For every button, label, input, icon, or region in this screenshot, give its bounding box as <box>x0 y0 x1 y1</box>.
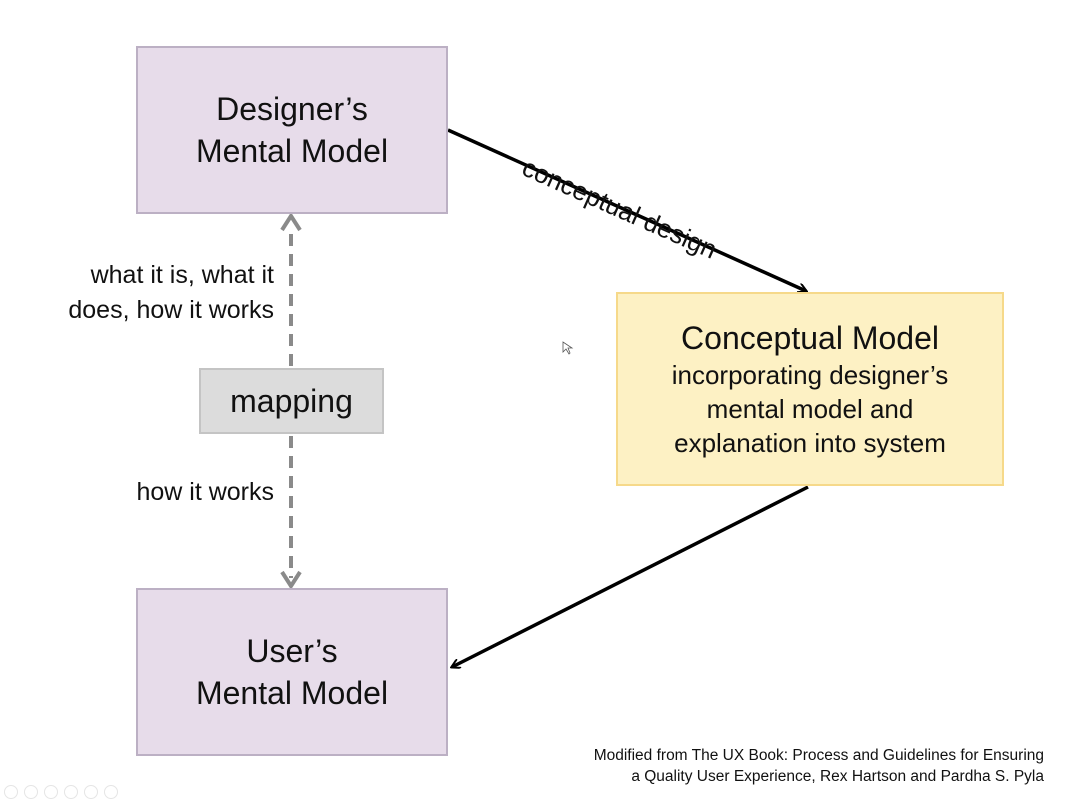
mapping-box: mapping <box>199 368 384 434</box>
conceptual-box-line3: explanation into system <box>674 428 946 458</box>
slides-icon[interactable] <box>64 785 78 799</box>
zoom-icon[interactable] <box>84 785 98 799</box>
user-box-line1: User’s <box>246 633 338 669</box>
user-mental-model-box: User’s Mental Model <box>136 588 448 756</box>
designer-box-line2: Mental Model <box>195 133 389 169</box>
up-arrowhead <box>280 212 302 232</box>
citation-line2: a Quality User Experience, Rex Hartson a… <box>631 768 1044 785</box>
designer-box-line1: Designer’s <box>216 91 368 127</box>
designer-mental-model-box: Designer’s Mental Model <box>136 46 448 214</box>
upward-label-line1: what it is, what it <box>90 261 274 289</box>
slide-toolbar <box>4 785 118 799</box>
upward-label-line2: does, how it works <box>68 296 274 324</box>
mouse-cursor-icon <box>562 341 574 355</box>
upward-mapping-label: what it is, what it does, how it works <box>68 258 274 328</box>
more-options-icon[interactable] <box>104 785 118 799</box>
citation: Modified from The UX Book: Process and G… <box>594 745 1044 787</box>
downward-mapping-label: how it works <box>136 478 274 506</box>
conceptual-design-arrow <box>447 128 806 291</box>
down-arrowhead <box>280 570 302 590</box>
conceptual-box-title: Conceptual Model <box>681 320 939 356</box>
user-box-line2: Mental Model <box>195 675 389 711</box>
mapping-label: mapping <box>230 382 353 419</box>
previous-slide-icon[interactable] <box>4 785 18 799</box>
conceptual-model-box: Conceptual Model incorporating designer’… <box>616 292 1004 486</box>
conceptual-box-line2: mental model and <box>706 394 914 424</box>
next-slide-icon[interactable] <box>24 785 38 799</box>
citation-line1: Modified from The UX Book: Process and G… <box>593 747 1044 764</box>
to-user-arrow <box>452 485 809 667</box>
pen-icon[interactable] <box>44 785 58 799</box>
conceptual-box-line1: incorporating designer’s <box>671 360 949 390</box>
